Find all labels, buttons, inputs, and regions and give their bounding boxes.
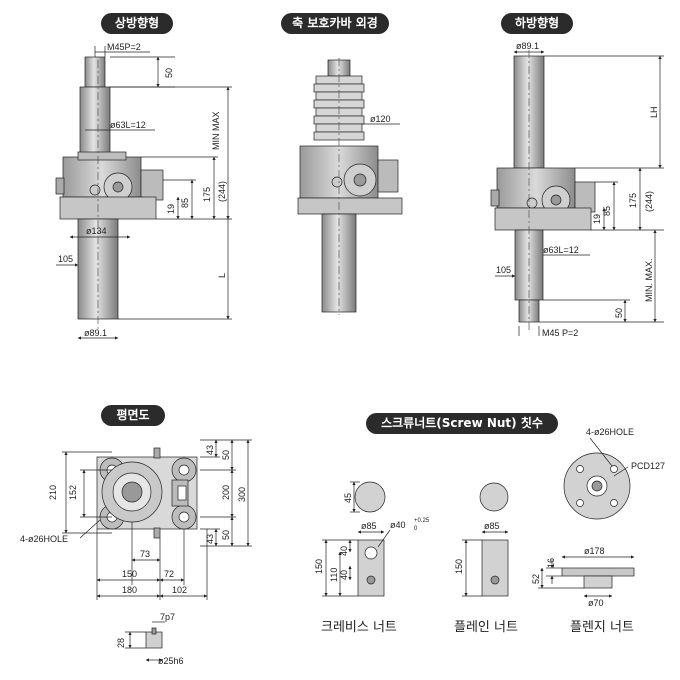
lower-type-header: 하방향형 xyxy=(501,13,573,34)
screw-nut-header: 스크류너트(Screw Nut) 칫수 xyxy=(366,413,558,434)
shaft-len-label: 28 xyxy=(116,638,126,648)
clevis-nut-labels: 45 ø85 ø40 +0.25 0 150 110 40 40 xyxy=(314,493,430,582)
upper-d50-label: 50 xyxy=(164,68,174,78)
plain-top-view xyxy=(479,482,509,512)
upper-d19-label: 19 xyxy=(166,204,176,214)
cover-base-plate xyxy=(297,197,403,215)
upper-L-label: L xyxy=(217,273,227,278)
plain-d85-label: ø85 xyxy=(484,521,500,531)
plan-view-drawing xyxy=(62,439,252,600)
clevis-nut-drawing xyxy=(322,481,391,597)
clevis-d40b-label: 40 xyxy=(339,570,349,580)
flange-hub xyxy=(583,575,613,589)
plain-body xyxy=(481,539,509,597)
flange-d70-label: ø70 xyxy=(588,598,604,608)
clevis-d40a-label: 40 xyxy=(339,546,349,556)
plain-nut-caption: 플레인 너트 xyxy=(454,620,518,635)
flange-plate xyxy=(561,567,635,577)
shaft-end-labels: 7p7 28 ø25h6 xyxy=(116,612,184,666)
upper-thread-label: M45P=2 xyxy=(107,42,141,52)
lower-d19-label: 19 xyxy=(592,214,602,224)
flange-d16-label: 16 xyxy=(546,558,556,568)
shaft-key-label: 7p7 xyxy=(160,612,175,622)
lower-type-drawing xyxy=(490,50,664,336)
clevis-tol-dn-label: 0 xyxy=(414,526,418,532)
cover-side-motor xyxy=(377,159,399,193)
plan-d152-label: 152 xyxy=(68,485,78,500)
flange-d178-label: ø178 xyxy=(584,546,605,556)
flange-nut-caption: 플렌지 너트 xyxy=(570,620,634,635)
plain-d150-label: 150 xyxy=(454,559,464,574)
cover-header: 축 보호카바 외경 xyxy=(281,13,389,34)
clevis-d85-label: ø85 xyxy=(361,521,377,531)
plan-d50a-label: 50 xyxy=(221,450,231,460)
plan-d300-label: 300 xyxy=(237,487,247,502)
flange-nut-labels: 4-ø26HOLE PCD127 ø178 16 52 ø70 xyxy=(531,427,665,608)
shaft-end-key xyxy=(145,631,163,649)
lower-d105-label: 105 xyxy=(496,265,511,275)
lower-thread-label: M45 P=2 xyxy=(542,328,578,338)
shaft-dia-label: ø25h6 xyxy=(158,656,184,666)
clevis-d110-label: 110 xyxy=(329,568,339,582)
flange-d52-label: 52 xyxy=(531,574,541,584)
clevis-tol-up-label: +0.25 xyxy=(414,518,430,524)
plan-d150-label: 150 xyxy=(122,569,137,579)
lower-d244-label: (244) xyxy=(644,191,654,212)
plan-d180-label: 180 xyxy=(122,585,137,595)
lower-d89-label: ø89.1 xyxy=(516,41,539,51)
clevis-pin-label: ø40 xyxy=(390,520,406,530)
upper-base-plate xyxy=(59,196,157,220)
plan-d200-label: 200 xyxy=(221,485,231,500)
clevis-top-view xyxy=(354,481,386,513)
upper-d105-label: 105 xyxy=(58,254,73,264)
plain-nut-labels: ø85 150 xyxy=(454,521,500,574)
plan-d102-label: 102 xyxy=(172,585,187,595)
upper-type-labels: M45P=2 50 MIN MAX ø63L=12 (244) 175 85 1… xyxy=(58,42,227,338)
clevis-d45-label: 45 xyxy=(343,493,353,503)
lower-stroke-label: MIN. MAX. xyxy=(644,258,654,302)
upper-type-header: 상방향형 xyxy=(101,13,173,34)
upper-d244-label: (244) xyxy=(217,181,227,202)
upper-d175-label: 175 xyxy=(202,187,212,202)
lower-base-plate xyxy=(494,207,592,231)
cover-d120-label: ø120 xyxy=(370,114,391,124)
upper-shaft xyxy=(79,86,111,158)
lower-side-motor xyxy=(574,181,596,213)
plain-nut-drawing xyxy=(462,482,509,597)
plan-d73-label: 73 xyxy=(140,549,150,559)
plan-d210-label: 210 xyxy=(48,485,58,500)
clevis-nut-caption: 크레비스 너트 xyxy=(321,620,397,635)
shaft-end-drawing xyxy=(125,621,165,662)
upper-d85-label: 85 xyxy=(180,198,190,208)
upper-rod-label: ø63L=12 xyxy=(110,120,146,130)
cover-drawing xyxy=(297,58,403,315)
lower-d175-label: 175 xyxy=(628,193,638,208)
plan-d72-label: 72 xyxy=(164,569,174,579)
lower-type-labels: ø89.1 LH 175 (244) 85 19 ø63L=12 105 MIN… xyxy=(496,41,659,338)
flange-pcd-label: PCD127 xyxy=(631,461,665,471)
upper-stroke-label: MIN MAX xyxy=(211,111,221,150)
upper-thread-end xyxy=(84,56,106,88)
upper-d134-label: ø134 xyxy=(86,226,107,236)
lower-d85-label: 85 xyxy=(602,206,612,216)
upper-d89-label: ø89.1 xyxy=(84,328,107,338)
upper-type-drawing xyxy=(55,46,232,340)
plan-hole-label: 4-ø26HOLE xyxy=(20,534,68,544)
plan-view-header: 평면도 xyxy=(101,405,165,426)
lower-d50-label: 50 xyxy=(614,308,624,318)
flange-nut-drawing xyxy=(538,437,635,598)
plan-d43b-label: 43 xyxy=(205,534,215,544)
flange-hole-label: 4-ø26HOLE xyxy=(586,427,634,437)
lower-rod-label: ø63L=12 xyxy=(543,245,579,255)
lower-LH-label: LH xyxy=(649,106,659,118)
plan-d50b-label: 50 xyxy=(221,530,231,540)
plan-view-labels: 43 50 210 152 200 300 50 43 4-ø26HOLE 73… xyxy=(20,445,247,595)
plan-d43a-label: 43 xyxy=(205,445,215,455)
clevis-d150-label: 150 xyxy=(314,559,324,574)
upper-side-motor xyxy=(140,169,164,201)
upper-top-cap xyxy=(77,151,127,161)
